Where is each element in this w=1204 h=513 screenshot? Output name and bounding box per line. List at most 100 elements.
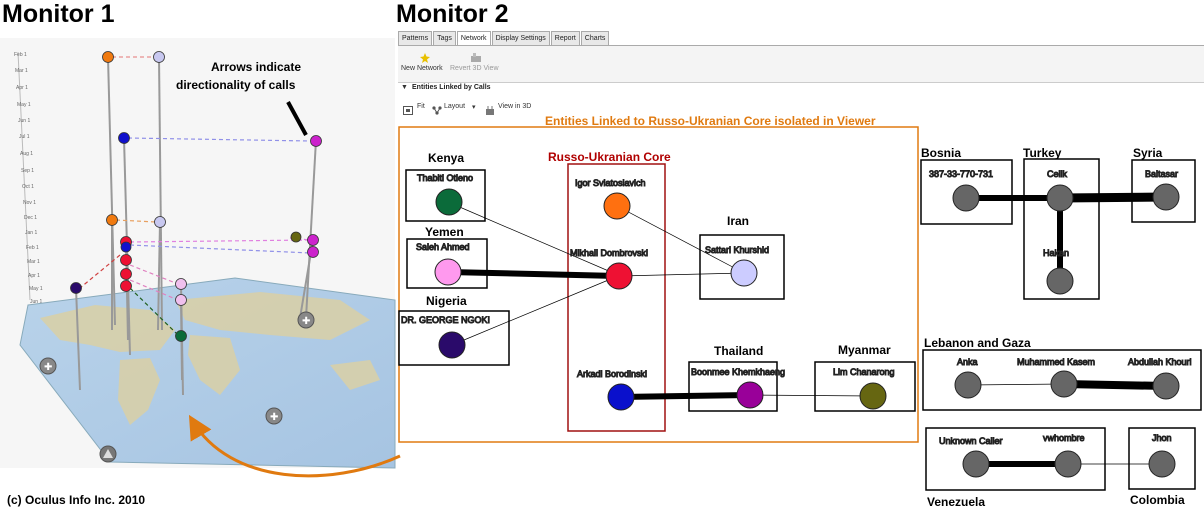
svg-text:Sep 1: Sep 1 [21,168,34,174]
svg-text:Baltasar: Baltasar [1145,169,1178,179]
node-lim[interactable]: Lim Chanarong [833,367,895,410]
node-thabiti[interactable]: Thabiti Otieno [417,173,474,216]
svg-text:Syria: Syria [1133,146,1163,160]
svg-text:Bosnia: Bosnia [921,146,961,160]
node-unknown-caller[interactable]: Unknown Caller [939,436,1003,478]
tab-network[interactable]: Network [456,31,491,45]
node-saleh[interactable]: Saleh Ahmed [416,242,470,286]
revert-3d-icon[interactable] [470,50,482,62]
node-sattari[interactable]: Sattari Khurshid [705,245,770,287]
svg-text:Nov 1: Nov 1 [23,200,36,206]
svg-text:Colombia: Colombia [1130,493,1185,507]
svg-text:Boonmee Khemkhaeng: Boonmee Khemkhaeng [691,367,785,377]
node-baltasar[interactable]: Baltasar [1145,169,1180,211]
core-label: Russo-Ukranian Core [548,150,671,164]
svg-text:Muhammed Kasem: Muhammed Kasem [1017,357,1095,367]
svg-text:✚: ✚ [44,362,52,373]
svg-text:Yemen: Yemen [425,225,464,239]
collapse-arrow-icon[interactable]: ▼ [401,84,408,91]
node-boonmee[interactable]: Boonmee Khemkhaeng [691,367,786,409]
svg-text:May 1: May 1 [29,286,43,292]
node-jhon[interactable]: Jhon [1148,433,1176,478]
svg-text:Thailand: Thailand [714,344,763,358]
node-celik[interactable]: Celik [1046,169,1074,212]
svg-text:387-33-770-731: 387-33-770-731 [929,169,993,179]
annotation-line-1: Arrows indicate [211,60,301,74]
new-network-button[interactable]: New Network [401,65,443,72]
svg-text:Unknown Caller: Unknown Caller [939,436,1003,446]
node-hakan[interactable]: Hakan [1043,248,1074,295]
svg-text:Hakan: Hakan [1043,248,1069,258]
section-title: Entities Linked by Calls [412,84,491,91]
time-axis [17,51,31,301]
svg-text:Turkey: Turkey [1023,146,1062,160]
svg-text:Dec 1: Dec 1 [24,215,37,221]
annotation-line-2: directionality of calls [176,78,296,92]
svg-text:Jul 1: Jul 1 [19,134,30,140]
core-box [567,163,666,432]
svg-text:Jhon: Jhon [1152,433,1172,443]
tab-charts[interactable]: Charts [580,31,610,45]
node-anka[interactable]: Anka [954,357,982,399]
svg-text:Sattari Khurshid: Sattari Khurshid [705,245,769,255]
fit-button[interactable]: Fit [417,103,425,110]
view-3d-icon[interactable] [485,102,495,115]
node-vwhombre[interactable]: vwhombre [1043,433,1085,478]
network-toolbar: New Network Revert 3D View [398,45,1204,83]
nav-control-left[interactable]: ✚ [39,357,57,375]
call-links-3d [79,56,311,336]
tab-report[interactable]: Report [550,31,580,45]
svg-text:Venezuela: Venezuela [927,495,985,509]
svg-text:Oct 1: Oct 1 [22,184,34,190]
tab-patterns[interactable]: Patterns [398,31,433,45]
svg-text:Jun 1: Jun 1 [30,299,42,305]
svg-text:✚: ✚ [270,412,278,423]
svg-text:Thabiti Otieno: Thabiti Otieno [417,173,473,183]
svg-text:Aug 1: Aug 1 [20,151,33,157]
svg-text:Mikhail Dombrovski: Mikhail Dombrovski [570,248,648,258]
svg-text:Mar 1: Mar 1 [15,68,28,74]
svg-text:Lim Chanarong: Lim Chanarong [833,367,895,377]
fit-icon[interactable] [403,102,413,115]
tab-display-settings[interactable]: Display Settings [491,31,550,45]
layout-button[interactable]: Layout [444,103,466,110]
copyright-credit: (c) Oculus Info Inc. 2010 [7,493,146,507]
svg-text:Jun 1: Jun 1 [18,118,30,124]
group-labels: Kenya Yemen Nigeria Iran Thailand Myanma… [425,146,1185,509]
layout-dropdown-icon[interactable]: ▾ [472,104,476,111]
network-edges [447,192,1167,467]
svg-text:Apr 1: Apr 1 [28,273,40,279]
nav-control-right[interactable]: ✚ [265,407,283,425]
node-bosnia-number[interactable]: 387-33-770-731 [929,169,994,212]
svg-text:Mar 1: Mar 1 [27,259,40,265]
svg-text:Jan 1: Jan 1 [25,230,37,236]
node-kasem[interactable]: Muhammed Kasem [1017,357,1096,398]
monitor1-title: Monitor 1 [2,0,115,28]
node-igor[interactable]: Igor Sviatoslavich [575,178,646,220]
link-arrow [188,414,401,478]
svg-text:Anka: Anka [957,357,978,367]
node-arkadi[interactable]: Arkadi Borodinski [577,369,648,411]
time-axis-labels: Feb 1 Mar 1 Apr 1 May 1 Jun 1 Jul 1 Aug … [14,52,43,305]
svg-text:Arkadi Borodinski: Arkadi Borodinski [577,369,647,379]
svg-text:DR. GEORGE NGOKI: DR. GEORGE NGOKI [401,315,490,325]
nav-control-top[interactable]: ✚ [297,311,315,329]
svg-text:Feb 1: Feb 1 [14,52,27,58]
node-mikhail[interactable]: Mikhail Dombrovski [570,248,649,290]
layout-icon[interactable] [432,102,442,115]
svg-text:Abdullah Khouri: Abdullah Khouri [1128,357,1192,367]
svg-text:Nigeria: Nigeria [426,294,467,308]
monitor2-title: Monitor 2 [396,0,509,28]
3d-entities[interactable] [70,51,322,342]
new-network-icon[interactable] [420,50,430,63]
node-khouri[interactable]: Abdullah Khouri [1128,357,1192,400]
svg-text:Feb 1: Feb 1 [26,245,39,251]
nav-control-bottom[interactable] [99,445,117,463]
svg-text:✚: ✚ [302,316,310,327]
svg-text:Kenya: Kenya [428,151,464,165]
node-ngoki[interactable]: DR. GEORGE NGOKI [401,315,491,359]
view-3d-button[interactable]: View in 3D [498,103,532,110]
tab-bar: Patterns Tags Network Display Settings R… [398,31,610,45]
revert-3d-button[interactable]: Revert 3D View [450,65,499,72]
tab-tags[interactable]: Tags [433,31,456,45]
